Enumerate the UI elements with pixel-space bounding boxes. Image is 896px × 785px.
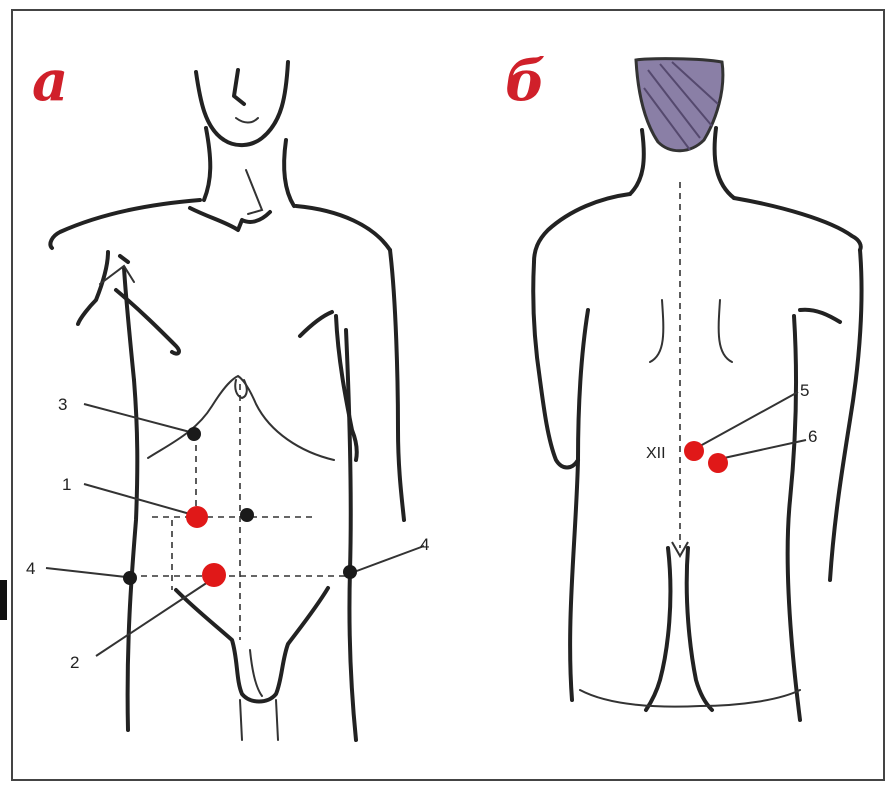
point-4-left-label: 4 [26,559,35,578]
point-midline [240,508,254,522]
point-3 [187,427,201,441]
point-5 [684,441,704,461]
front-markers: 3 1 4 4 2 [26,395,429,672]
left-edge-mark [0,580,7,620]
point-1-label: 1 [62,475,71,494]
front-body-figure [50,62,404,740]
point-2-label: 2 [70,653,79,672]
point-6 [708,453,728,473]
vertebra-label: XII [646,445,666,462]
point-4-left [123,571,137,585]
figure-frame [12,10,884,780]
point-4-right [343,565,357,579]
front-panel-letter: а [32,48,68,114]
point-5-label: 5 [800,381,809,400]
point-6-label: 6 [808,427,817,446]
back-panel-letter: б [505,48,545,114]
point-4-right-label: 4 [420,535,429,554]
back-body-figure [533,59,861,720]
point-1 [186,506,208,528]
point-3-label: 3 [58,395,67,414]
point-2 [202,563,226,587]
